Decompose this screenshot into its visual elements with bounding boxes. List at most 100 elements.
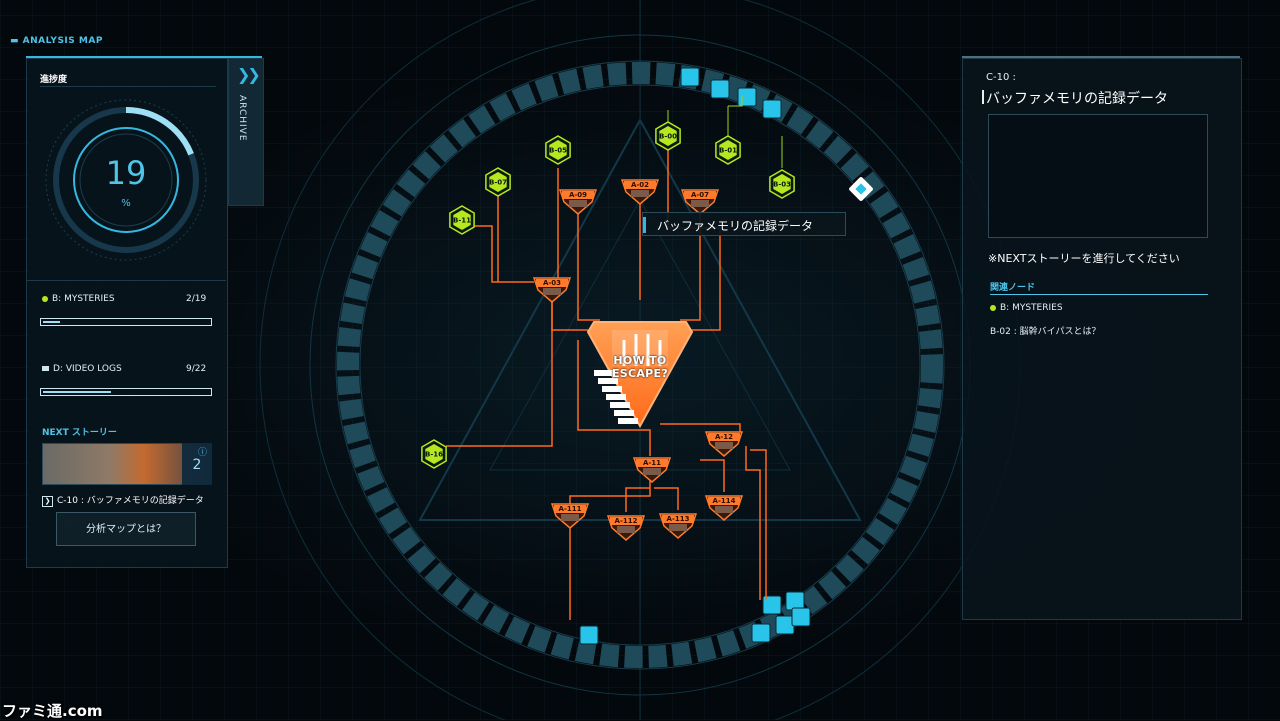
progress-gauge-ring: [45, 99, 207, 261]
orange-node-header: [624, 181, 656, 189]
orange-node-thumbnail: [715, 442, 733, 449]
cyan-tile[interactable]: [710, 79, 730, 99]
green-dot-icon: [990, 304, 996, 311]
mysteries-progress-fill: [43, 321, 60, 323]
orange-node-label: A-113: [667, 515, 690, 523]
cyan-tile[interactable]: [751, 623, 771, 643]
orange-node-header: [708, 497, 740, 505]
cyan-tile[interactable]: [762, 595, 782, 615]
orange-node-header: [610, 517, 642, 525]
escape-node[interactable]: [586, 321, 694, 429]
green-node-b-07[interactable]: B-07: [485, 167, 511, 197]
cyan-tile[interactable]: [785, 591, 805, 611]
cyan-tile[interactable]: [737, 87, 757, 107]
tile-ring-outer-edge: [335, 60, 945, 670]
highlighted-tiles: [579, 67, 811, 645]
category-mysteries-label: B: MYSTERIES: [52, 294, 115, 304]
green-node-label: B-07: [489, 179, 507, 187]
green-node-fill: [549, 140, 567, 160]
orange-node-thumbnail: [561, 514, 579, 521]
next-story-title: C-10 : バッファメモリの記録データ: [57, 496, 204, 506]
map-help-button[interactable]: 分析マップとは？: [56, 512, 196, 546]
category-video-logs-label: D: VIDEO LOGS: [53, 364, 122, 374]
green-node-label: B-11: [453, 217, 471, 225]
video-logs-progress-fill: [43, 391, 111, 393]
orange-node-thumbnail: [569, 200, 587, 207]
orange-node-a-02[interactable]: A-02: [620, 179, 660, 205]
video-logs-progress-bar: [40, 388, 212, 396]
tooltip-accent: [643, 217, 646, 233]
escape-emblem-icon: [622, 334, 662, 366]
orange-node-thumbnail: [691, 200, 709, 207]
orange-node-a-12[interactable]: A-12: [704, 431, 744, 457]
tile-ring: [337, 62, 943, 668]
orange-node-a-114[interactable]: A-114: [704, 495, 744, 521]
orange-node-header: [536, 279, 568, 287]
category-mysteries-count: 2/19: [186, 294, 207, 304]
orange-node-thumbnail: [543, 288, 561, 295]
orange-node-a-111[interactable]: A-111: [550, 503, 590, 529]
category-video-logs: D: VIDEO LOGS: [42, 364, 122, 374]
orange-node-a-11[interactable]: A-11: [632, 457, 672, 483]
green-node-b-03[interactable]: B-03: [769, 169, 795, 199]
panel-divider: [26, 280, 226, 281]
green-node-b-00[interactable]: B-00: [655, 121, 681, 151]
progress-unit: %: [121, 198, 131, 209]
detail-title: バッファメモリの記録データ: [986, 91, 1168, 107]
related-category-label: B: MYSTERIES: [1000, 303, 1063, 313]
cyan-tile[interactable]: [579, 625, 599, 645]
double-chevron-right-icon: ❯❯: [237, 65, 261, 84]
next-story-label: NEXT ストーリー: [42, 428, 117, 438]
orange-node-a-03[interactable]: A-03: [532, 277, 572, 303]
detail-title-accent: [982, 90, 984, 104]
orange-node-header: [562, 191, 594, 199]
related-node-link[interactable]: B-02 : 脳幹バイパスとは？: [990, 327, 1101, 337]
orange-node-a-112[interactable]: A-112: [606, 515, 646, 541]
analysis-map-title: ▬ ANALYSIS MAP: [10, 36, 103, 46]
cyan-tile[interactable]: [762, 99, 782, 119]
orange-node-a-09[interactable]: A-09: [558, 189, 598, 215]
orange-node-a-113[interactable]: A-113: [658, 513, 698, 539]
orange-node-label: A-114: [713, 497, 736, 505]
archive-tab[interactable]: ❯❯ ARCHIVE: [228, 58, 264, 206]
orange-node-header: [554, 505, 586, 513]
orange-node-header: [708, 433, 740, 441]
green-node-b-16[interactable]: B-16: [421, 439, 447, 469]
orange-node-thumbnail: [617, 526, 635, 533]
orange-node-header: [684, 191, 716, 199]
cyan-tile[interactable]: [775, 615, 795, 635]
green-node-b-11[interactable]: B-11: [449, 205, 475, 235]
node-tooltip: バッファメモリの記録データ: [642, 212, 846, 236]
escape-title: HOW TO ESCAPE?: [611, 354, 669, 380]
detail-image-placeholder: [988, 114, 1208, 238]
next-story-count: 2: [192, 457, 202, 473]
orange-node-header: [636, 459, 668, 467]
category-video-logs-count: 9/22: [186, 364, 207, 374]
related-category: B: MYSTERIES: [990, 303, 1063, 313]
progress-label: 進捗度: [40, 75, 68, 85]
orange-node-a-07[interactable]: A-07: [680, 189, 720, 215]
green-node-b-05[interactable]: B-05: [545, 135, 571, 165]
green-node-fill: [659, 126, 677, 146]
right-panel-top-line: [962, 56, 1240, 58]
orange-node-thumbnail: [643, 468, 661, 475]
green-node-label: B-00: [659, 133, 677, 141]
watermark-logo: ファミ通.com: [2, 702, 103, 720]
cyan-tile[interactable]: [791, 607, 811, 627]
orange-node-thumbnail: [715, 506, 733, 513]
cyan-tile[interactable]: [680, 67, 700, 87]
orange-node-label: A-02: [631, 181, 649, 189]
related-nodes-underline: [990, 294, 1208, 295]
green-node-fill: [719, 140, 737, 160]
progress-gauge: 19 %: [42, 96, 210, 264]
green-node-label: B-05: [549, 147, 567, 155]
header-underline: [26, 56, 262, 58]
orange-node-thumbnail: [669, 524, 687, 531]
progress-label-divider: [40, 86, 216, 87]
green-node-b-01[interactable]: B-01: [715, 135, 741, 165]
detail-notice: ※NEXTストーリーを進行してください: [988, 252, 1180, 265]
next-story-badge: ⓘ 2: [182, 443, 212, 485]
next-story-entry[interactable]: ❯C-10 : バッファメモリの記録データ: [42, 493, 204, 507]
cursor-tile-inner: [855, 183, 867, 195]
